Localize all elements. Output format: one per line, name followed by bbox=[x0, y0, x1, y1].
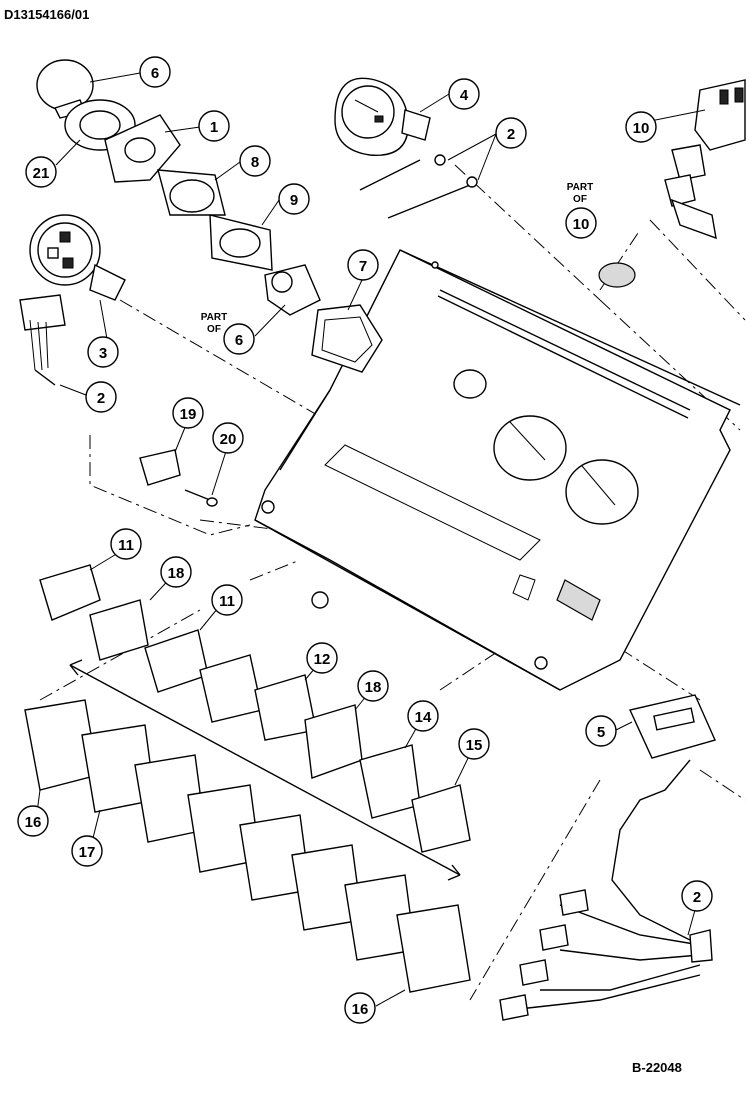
svg-text:14: 14 bbox=[415, 709, 432, 726]
svg-text:10: 10 bbox=[573, 216, 590, 233]
svg-text:12: 12 bbox=[314, 651, 331, 668]
svg-text:2: 2 bbox=[507, 126, 515, 143]
gauge bbox=[334, 77, 478, 219]
svg-text:18: 18 bbox=[365, 679, 382, 696]
key-switch bbox=[598, 79, 746, 288]
callout-15: 15 bbox=[458, 728, 490, 760]
callout-11a: 11 bbox=[110, 528, 142, 560]
callout-2b: 2 bbox=[85, 381, 117, 413]
callout-10b: 10 bbox=[565, 207, 597, 239]
callout-8: 8 bbox=[239, 145, 271, 177]
svg-text:11: 11 bbox=[118, 537, 134, 554]
callout-19: 19 bbox=[172, 397, 204, 429]
callout-2a: 2 bbox=[495, 117, 527, 149]
callout-18b: 18 bbox=[357, 670, 389, 702]
switch-housings bbox=[24, 699, 471, 993]
svg-text:20: 20 bbox=[220, 431, 237, 448]
callout-2c: 2 bbox=[681, 880, 713, 912]
callout-3: 3 bbox=[87, 336, 119, 368]
alignment-lines bbox=[39, 164, 746, 1001]
svg-text:6: 6 bbox=[151, 65, 159, 82]
callout-6b: 6 bbox=[223, 323, 255, 355]
svg-text:21: 21 bbox=[33, 165, 50, 182]
svg-text:6: 6 bbox=[235, 332, 243, 349]
callout-16b: 16 bbox=[344, 992, 376, 1024]
callout-9: 9 bbox=[278, 183, 310, 215]
dash-panel bbox=[254, 249, 741, 691]
svg-text:11: 11 bbox=[219, 593, 235, 610]
document-id: D13154166/01 bbox=[4, 7, 90, 22]
callout-11b: 11 bbox=[211, 584, 243, 616]
meter-and-harness bbox=[499, 694, 716, 1021]
callout-7: 7 bbox=[347, 249, 379, 281]
svg-text:17: 17 bbox=[79, 844, 96, 861]
svg-text:7: 7 bbox=[359, 258, 367, 275]
callout-20: 20 bbox=[212, 422, 244, 454]
svg-text:3: 3 bbox=[99, 345, 107, 362]
callout-16a: 16 bbox=[17, 805, 49, 837]
callout-6a: 6 bbox=[139, 56, 171, 88]
rocker-switches bbox=[39, 564, 471, 881]
svg-text:10: 10 bbox=[633, 120, 650, 137]
callout-14: 14 bbox=[407, 700, 439, 732]
callout-4: 4 bbox=[448, 78, 480, 110]
figure-id: B-22048 bbox=[632, 1060, 682, 1075]
svg-text:16: 16 bbox=[25, 814, 42, 831]
svg-text:8: 8 bbox=[251, 154, 259, 171]
svg-text:4: 4 bbox=[460, 87, 469, 104]
callout-21: 21 bbox=[25, 156, 57, 188]
svg-text:15: 15 bbox=[466, 737, 483, 754]
svg-text:9: 9 bbox=[290, 192, 298, 209]
callout-12: 12 bbox=[306, 642, 338, 674]
callout-5: 5 bbox=[585, 715, 617, 747]
svg-text:2: 2 bbox=[97, 390, 105, 407]
knob-assembly bbox=[36, 59, 383, 373]
callout-17: 17 bbox=[71, 835, 103, 867]
svg-text:19: 19 bbox=[180, 406, 197, 423]
callout-10a: 10 bbox=[625, 111, 657, 143]
block-and-screw bbox=[139, 449, 218, 507]
svg-text:16: 16 bbox=[352, 1001, 369, 1018]
svg-text:1: 1 bbox=[210, 119, 218, 136]
hour-meter bbox=[19, 214, 126, 386]
svg-text:5: 5 bbox=[597, 724, 605, 741]
callout-1: 1 bbox=[198, 110, 230, 142]
svg-text:18: 18 bbox=[168, 565, 185, 582]
svg-text:2: 2 bbox=[693, 889, 701, 906]
callout-18a: 18 bbox=[160, 556, 192, 588]
